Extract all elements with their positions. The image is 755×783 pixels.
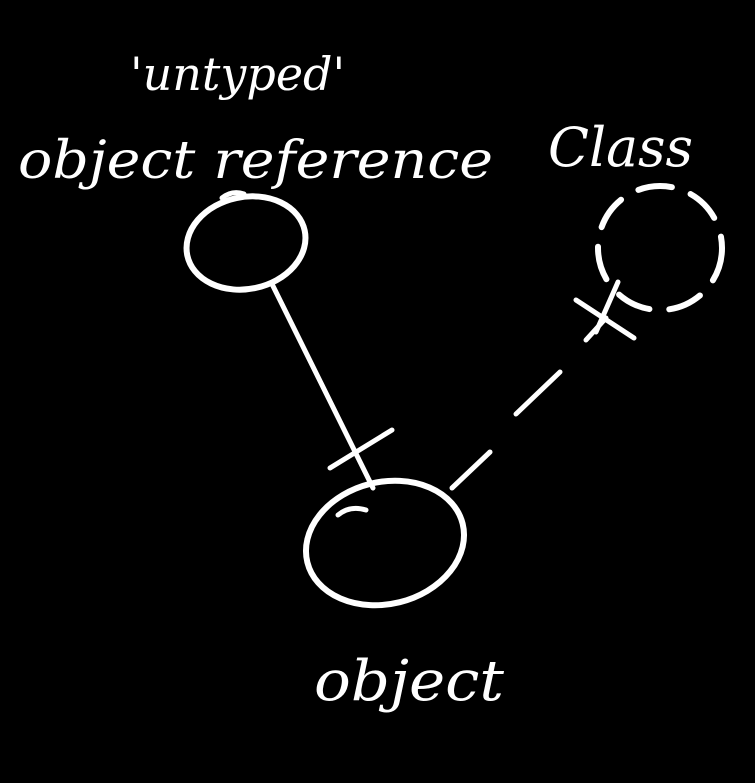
reference-caption: object reference xyxy=(18,131,493,191)
edge-reference-object-bar xyxy=(327,427,395,471)
object-node-overlap xyxy=(335,505,369,518)
reference-node xyxy=(183,193,309,293)
edge-object-class-cross-a xyxy=(573,297,637,341)
edge-object-class-dash-2 xyxy=(513,369,563,417)
class-node xyxy=(595,183,725,313)
edge-object-class-dash-1 xyxy=(449,449,493,491)
reference-node-overlap xyxy=(219,190,247,201)
object-node xyxy=(302,477,468,609)
edge-object-class-cross-b xyxy=(593,279,621,335)
class-caption: Class xyxy=(548,116,693,179)
object-caption: object xyxy=(314,649,505,714)
reference-caption-untyped: 'untyped' xyxy=(130,47,345,101)
